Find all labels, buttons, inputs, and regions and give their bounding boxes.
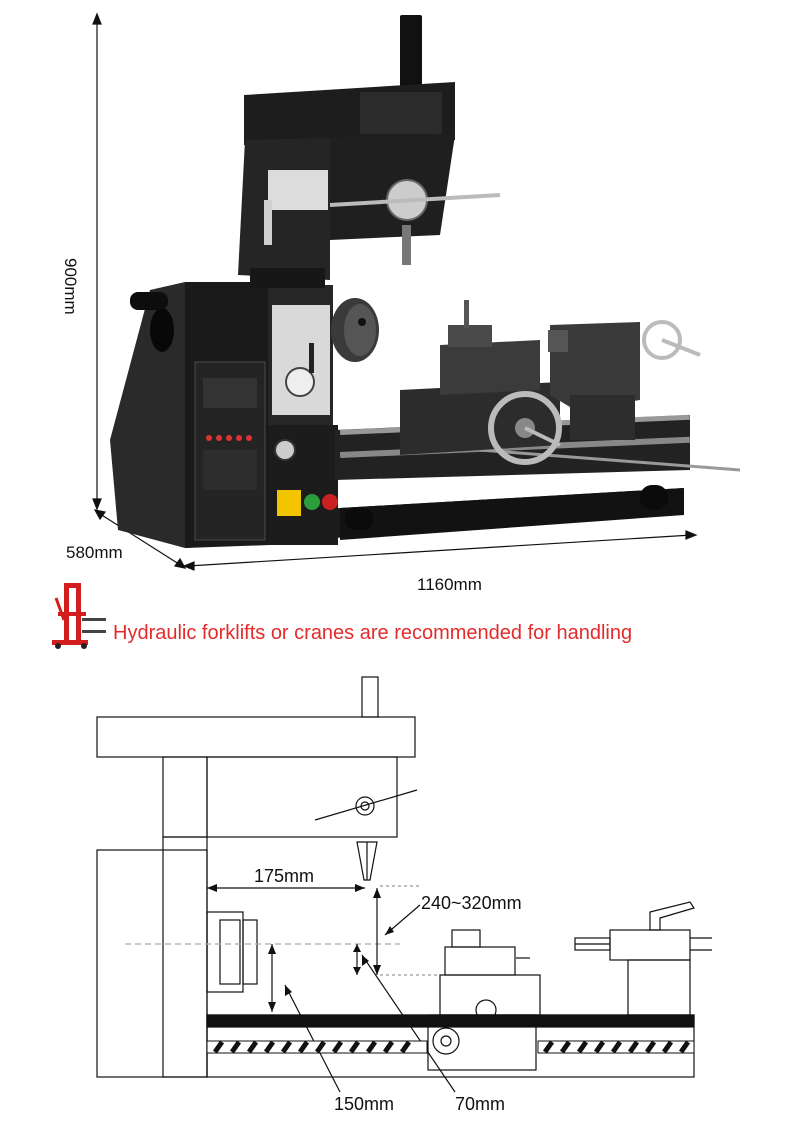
bed-hatching [206, 884, 695, 1054]
forklift-icon [52, 583, 106, 649]
carriage [400, 300, 562, 465]
width-dimension-label: 1160mm [417, 575, 482, 594]
dimension-lines [92, 12, 698, 571]
depth-dimension-label: 580mm [66, 543, 123, 562]
spindle-to-column-label: 175mm [254, 866, 315, 886]
chuck-to-carriage-label: 70mm [455, 1094, 506, 1114]
height-dimension-label: 900mm [61, 258, 80, 315]
spindle-panel [268, 285, 379, 545]
center-height-label: 150mm [334, 1094, 395, 1114]
mill-head [238, 15, 501, 288]
spindle-travel-label: 240~320mm [421, 893, 522, 913]
handling-warning: Hydraulic forklifts or cranes are recomm… [113, 622, 633, 644]
line-diagram [96, 676, 712, 1093]
headstock-housing [110, 282, 270, 548]
tailstock [548, 320, 701, 440]
